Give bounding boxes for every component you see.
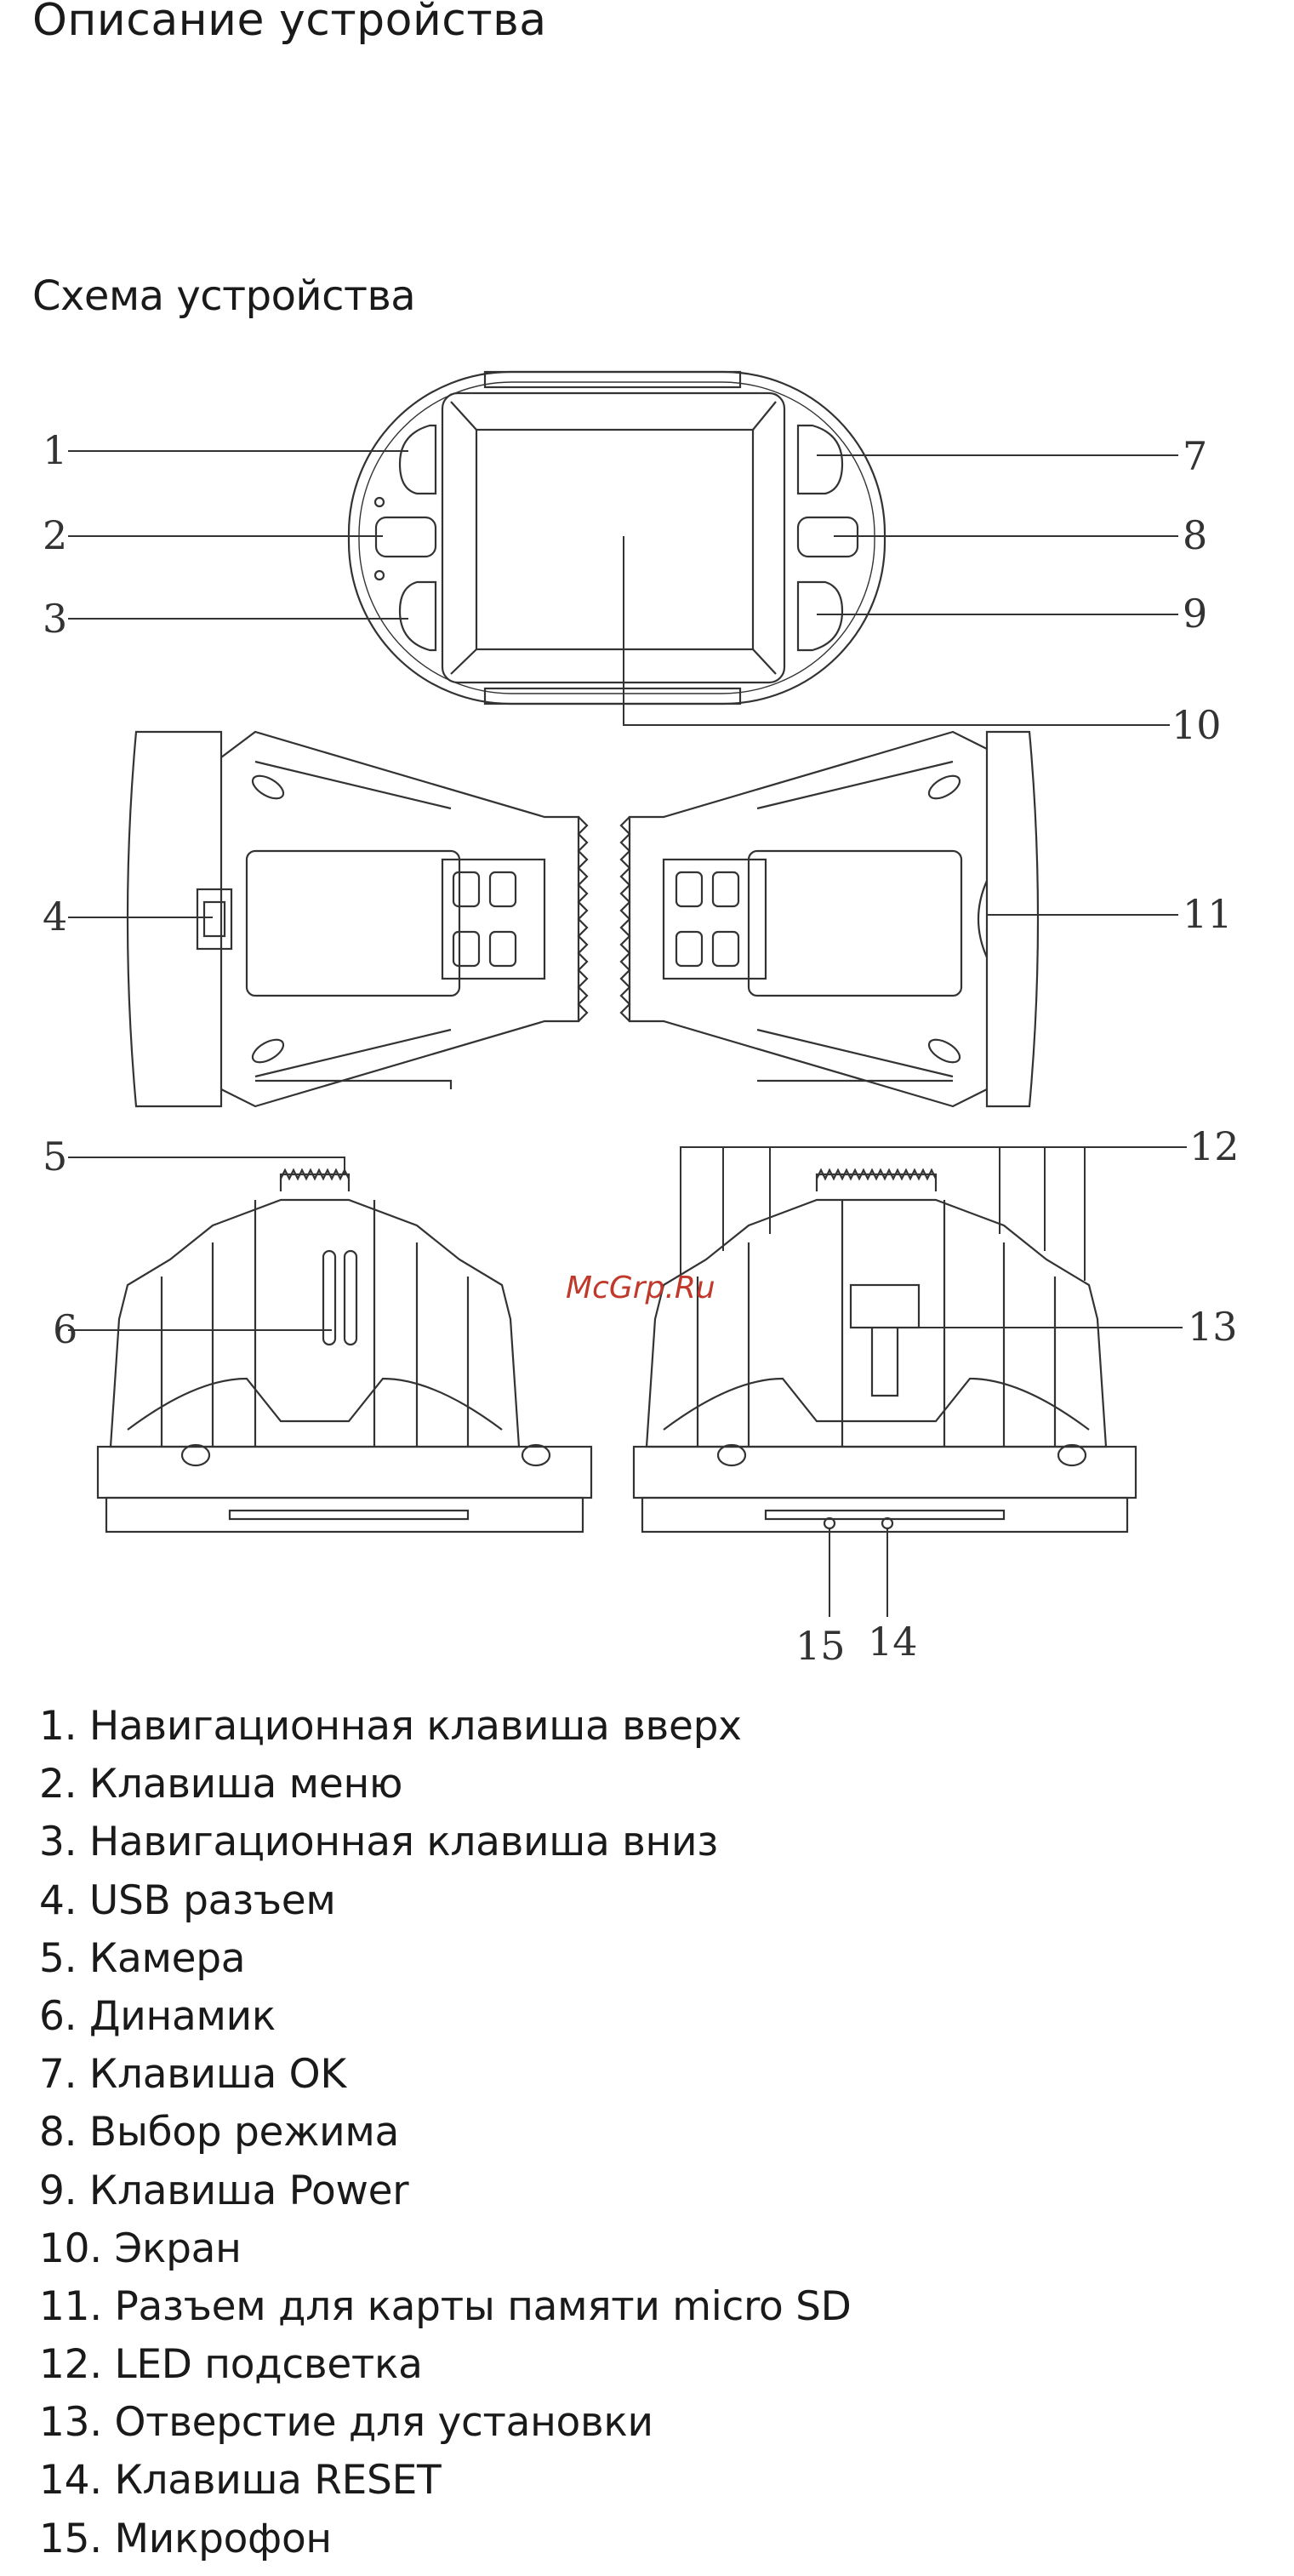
legend-item: 2. Клавиша меню [39, 1761, 403, 1808]
bottom-view-left [96, 1168, 593, 1534]
front-view [347, 370, 886, 705]
callout-12: 12 [1189, 1123, 1240, 1169]
menu-button-shape [374, 516, 437, 558]
legend-item: 14. Клавиша RESET [39, 2457, 442, 2505]
callout-11: 11 [1183, 891, 1233, 937]
legend-item: 10. Экран [39, 2225, 242, 2272]
side-view-left [126, 730, 589, 1108]
callout-6: 6 [53, 1306, 77, 1352]
legend-item: 6. Динамик [39, 1992, 276, 2040]
ok-button-shape [796, 424, 844, 495]
leader-lines [68, 450, 1187, 1617]
callout-15: 15 [795, 1623, 846, 1668]
callout-4: 4 [43, 894, 67, 940]
callout-13: 13 [1188, 1304, 1238, 1350]
callout-3: 3 [43, 596, 67, 642]
side-view-right [619, 730, 1040, 1108]
legend-item: 12. LED подсветка [39, 2341, 423, 2389]
bottom-view-right [632, 1168, 1137, 1534]
watermark: McGrp.Ru [566, 1271, 715, 1305]
page-title: Описание устройства [32, 0, 547, 46]
device-diagram: 1 2 3 4 5 6 7 8 9 10 11 12 13 14 15 McGr… [43, 370, 1240, 1668]
callout-5: 5 [43, 1134, 67, 1179]
legend-item: 4. USB разъем [39, 1876, 336, 1924]
power-button-shape [796, 580, 844, 652]
nav-down-button-shape [398, 580, 437, 652]
legend-item: 11. Разъем для карты памяти micro SD [39, 2282, 852, 2330]
callout-9: 9 [1183, 591, 1207, 637]
callout-1: 1 [43, 427, 67, 473]
legend-item: 1. Навигационная клавиша вверх [39, 1703, 742, 1750]
parts-legend: 1. Навигационная клавиша вверх 2. Клавиш… [39, 1698, 852, 2568]
callout-14: 14 [868, 1619, 918, 1665]
callout-8: 8 [1183, 512, 1207, 558]
legend-item: 7. Клавиша OK [39, 2051, 346, 2099]
legend-item: 8. Выбор режима [39, 2109, 400, 2156]
legend-item: 15. Микрофон [39, 2515, 332, 2562]
legend-item: 3. Навигационная клавиша вниз [39, 1819, 718, 1866]
legend-item: 13. Отверстие для установки [39, 2399, 653, 2447]
callout-7: 7 [1183, 433, 1207, 479]
nav-up-button-shape [398, 424, 437, 495]
legend-item: 9. Клавиша Power [39, 2167, 409, 2214]
scheme-title: Схема устройства [32, 272, 416, 320]
legend-item: 5. Камера [39, 1934, 246, 1982]
callout-10: 10 [1171, 702, 1222, 748]
callout-2: 2 [43, 512, 67, 558]
